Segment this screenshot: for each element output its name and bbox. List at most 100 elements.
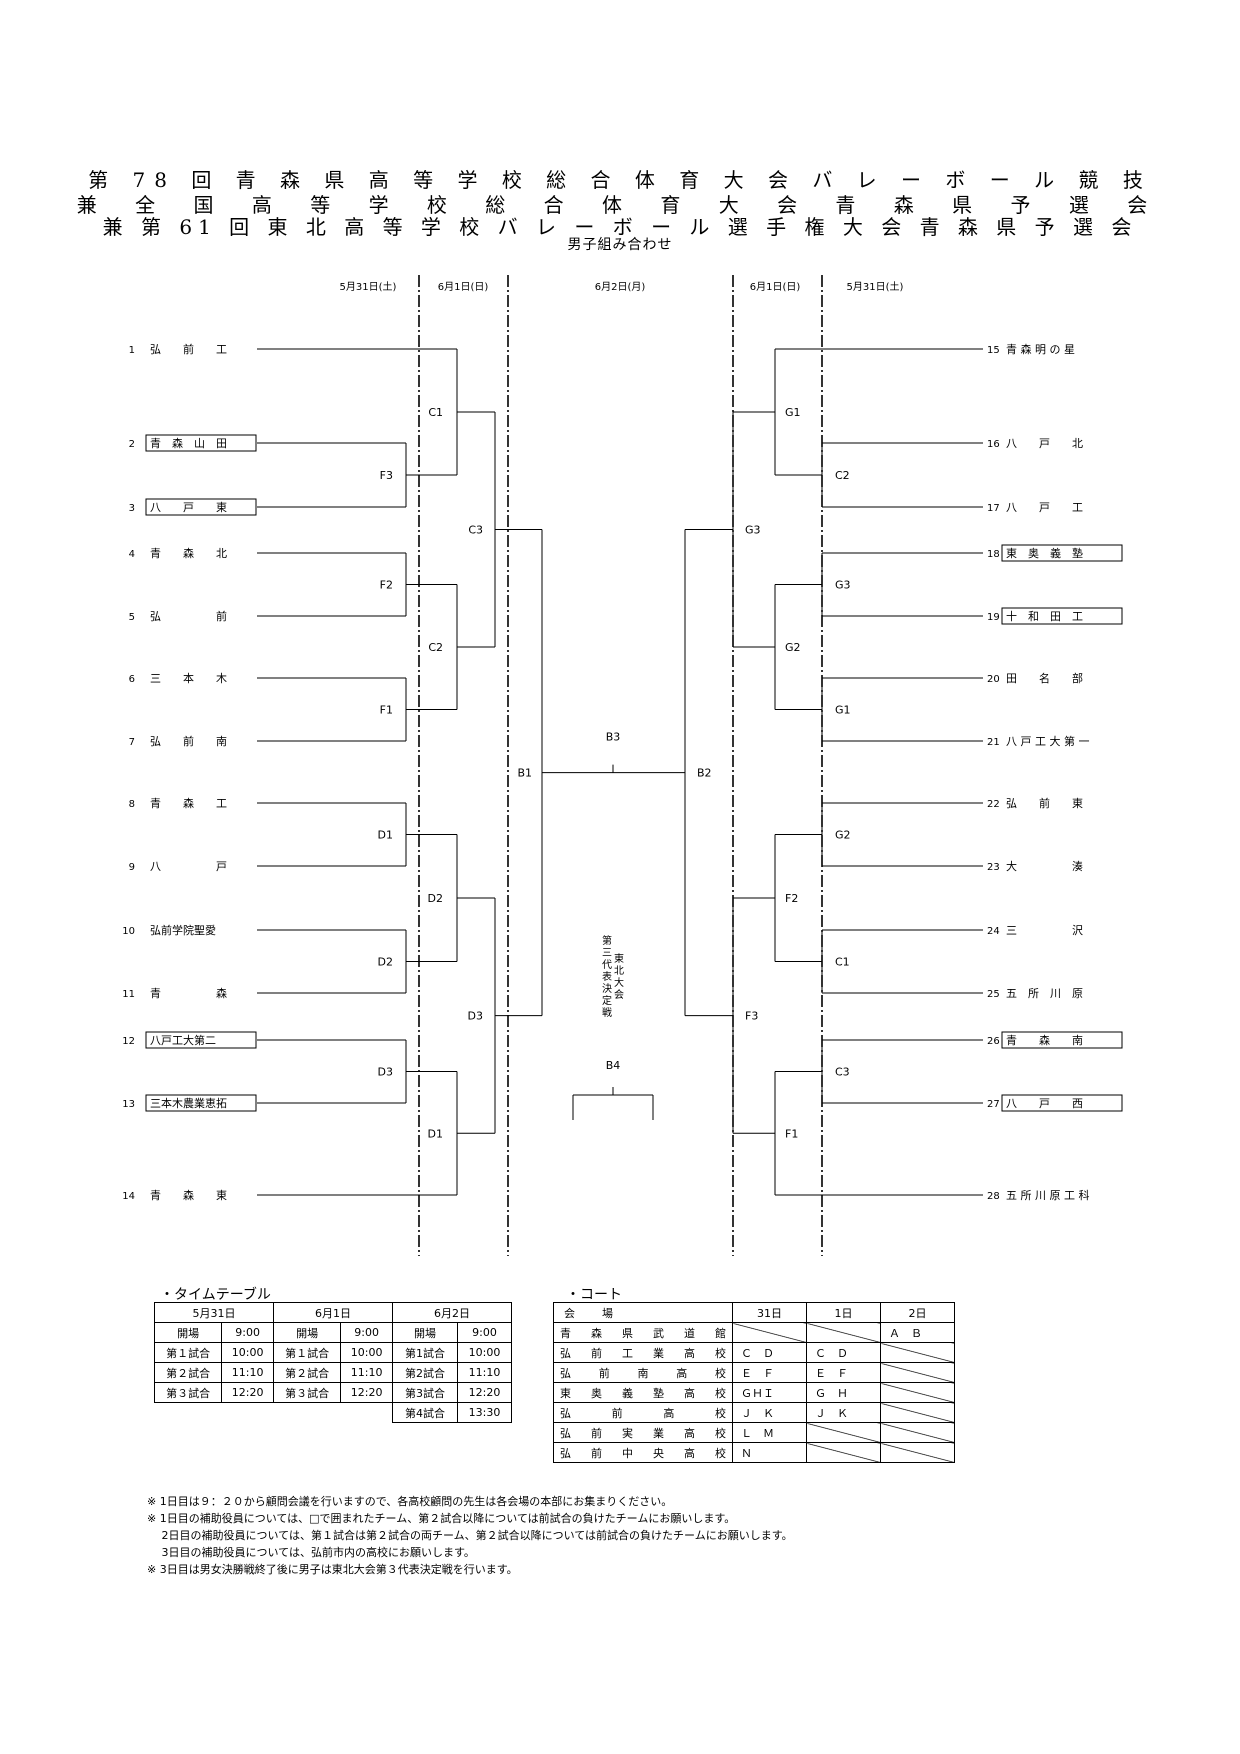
assist-box <box>145 434 257 452</box>
team-seed: 8 <box>129 799 135 810</box>
team-name: 青 森 工 <box>150 796 227 810</box>
court-assignment: Ｌ Ｍ <box>732 1422 807 1443</box>
court-heading: ・コート <box>566 1287 622 1303</box>
court-assignment <box>806 1442 881 1463</box>
match-label: F2 <box>380 579 393 592</box>
subtitle: 男子組み合わせ <box>567 237 673 253</box>
court-assignment <box>880 1382 955 1403</box>
court-header-venue: 会 場 <box>553 1302 733 1323</box>
match-label: F1 <box>785 1127 798 1140</box>
match-label: D3 <box>468 1010 483 1023</box>
timetable-time: 10:00 <box>457 1342 512 1363</box>
team-seed: 28 <box>987 1191 1000 1202</box>
team-seed: 2 <box>129 439 135 450</box>
team-name: 十 和 田 工 <box>1006 609 1083 623</box>
team-name: 五 所 川 原 <box>1006 987 1083 1000</box>
team-seed: 25 <box>987 989 1000 1000</box>
round-date: 6月1日(日) <box>750 281 801 293</box>
team-name: 八 戸 工 大 第 一 <box>1006 734 1089 748</box>
team-name: 八 戸 北 <box>1006 437 1083 450</box>
timetable-session <box>274 1403 341 1423</box>
team-name: 弘 前 南 <box>150 734 227 748</box>
assist-box <box>145 1094 257 1112</box>
team-name: 東 奥 義 塾 <box>1006 546 1083 560</box>
round-date: 5月31日(土) <box>340 280 397 293</box>
note-line: ※ 1日目は９：２０から顧問会議を行いますので、各高校顧問の先生は各会場の本部に… <box>147 1495 673 1508</box>
team-name: 三 本 木 <box>150 671 227 685</box>
court-assignment <box>880 1362 955 1383</box>
team-seed: 9 <box>129 862 135 873</box>
match-label: D2 <box>428 892 443 905</box>
title-line-1: 第 78 回 青 森 県 高 等 学 校 総 合 体 育 大 会 バ レ ー ボ… <box>88 168 1152 192</box>
team-name: 八 戸 <box>150 860 227 873</box>
note-line: ※ 3日目は男女決勝戦終了後に男子は東北大会第３代表決定戦を行います。 <box>147 1563 518 1576</box>
court-venue: 弘前工業高校 <box>553 1342 733 1363</box>
timetable-time: 9:00 <box>340 1322 393 1343</box>
match-label: C1 <box>835 956 850 969</box>
match-label: D1 <box>378 829 393 842</box>
round-date: 6月2日(月) <box>595 281 646 293</box>
court-assignment: Ｅ Ｆ <box>806 1362 881 1383</box>
timetable-time: 9:00 <box>221 1322 274 1343</box>
note-line: 2日目の補助役員については、第１試合は第２試合の両チーム、第２試合以降については… <box>147 1529 793 1542</box>
match-label: B4 <box>606 1059 621 1072</box>
timetable-time: 12:20 <box>457 1382 512 1403</box>
court-assignment: Ａ Ｂ <box>880 1322 955 1343</box>
assist-box <box>1001 1094 1123 1112</box>
match-label: G3 <box>745 524 761 537</box>
timetable-session: 第１試合 <box>272 1342 342 1363</box>
match-label: C1 <box>428 406 443 419</box>
court-assignment <box>880 1402 955 1423</box>
team-seed: 27 <box>987 1099 1000 1110</box>
team-seed: 10 <box>122 926 135 937</box>
team-seed: 26 <box>987 1036 1000 1047</box>
title-line-3: 兼 第 61 回 東 北 高 等 学 校 バ レ ー ボ ー ル 選 手 権 大… <box>102 215 1138 239</box>
court-venue: 弘前実業高校 <box>553 1422 733 1443</box>
court-assignment: Ｊ Ｋ <box>732 1402 807 1423</box>
assist-box <box>1001 607 1123 625</box>
assist-box <box>145 498 257 516</box>
caption-char: 北 <box>614 965 624 977</box>
caption-char: 表 <box>602 970 612 983</box>
court-header-day: 31日 <box>732 1302 807 1323</box>
court-venue: 弘前南高校 <box>553 1362 733 1383</box>
court-assignment <box>732 1322 807 1343</box>
team-seed: 7 <box>129 737 135 748</box>
assist-box <box>145 1031 257 1049</box>
team-seed: 11 <box>122 989 135 1000</box>
team-name: 青 森 南 <box>1006 1033 1083 1047</box>
court-assignment: Ｊ Ｋ <box>806 1402 881 1423</box>
team-seed: 19 <box>987 612 1000 623</box>
timetable-time: 13:30 <box>457 1402 512 1423</box>
team-name: 弘 前 工 <box>150 342 227 356</box>
team-name: 弘 前 <box>150 609 227 623</box>
team-name: 田 名 部 <box>1006 671 1083 685</box>
court-assignment <box>806 1422 881 1443</box>
match-label: C2 <box>835 469 850 482</box>
team-seed: 13 <box>122 1099 135 1110</box>
timetable-session: 開場 <box>153 1322 223 1343</box>
court-assignment <box>880 1422 955 1443</box>
timetable-session: 第1試合 <box>392 1342 458 1363</box>
match-label: D3 <box>378 1066 393 1079</box>
court-assignment: ＧＨＩ <box>732 1382 807 1403</box>
match-label: C3 <box>835 1066 850 1079</box>
timetable-time: 9:00 <box>457 1322 512 1343</box>
timetable-time <box>341 1403 393 1423</box>
team-seed: 24 <box>987 926 1000 937</box>
timetable-session: 第4試合 <box>392 1402 458 1423</box>
match-label: G1 <box>835 704 851 717</box>
team-name: 青 森 明 の 星 <box>1006 342 1075 356</box>
team-seed: 14 <box>122 1191 135 1202</box>
team-name: 八 戸 西 <box>1006 1097 1083 1110</box>
caption-char: 戦 <box>602 1006 612 1019</box>
